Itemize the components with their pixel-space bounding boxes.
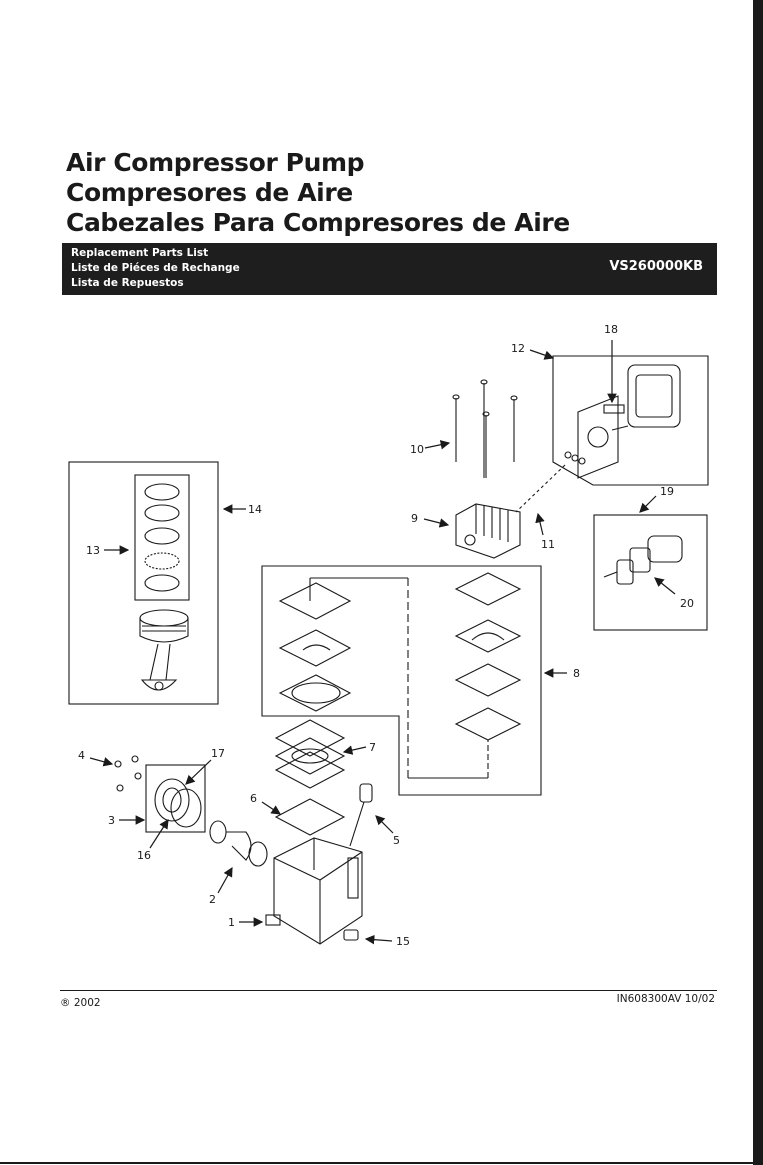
drain-plug — [343, 929, 359, 941]
valve-plate-box — [261, 565, 542, 796]
callout-16: 16 — [137, 849, 151, 862]
ring-set-box — [134, 474, 190, 601]
footer-rule — [60, 990, 717, 991]
callout-12: 12 — [511, 342, 525, 355]
title-english: Air Compressor Pump — [66, 148, 365, 177]
callout-11: 11 — [541, 538, 555, 551]
title-spanish-alt: Cabezales Para Compresores de Aire — [66, 208, 570, 237]
callout-7: 7 — [369, 741, 376, 754]
callout-18: 18 — [604, 323, 618, 336]
callout-1: 1 — [228, 916, 235, 929]
check-valve — [603, 535, 683, 585]
parts-list-banner: Replacement Parts List Liste de Piéces d… — [62, 243, 717, 295]
document-number: IN608300AV 10/02 — [616, 993, 715, 1005]
copyright: ® 2002 — [60, 997, 101, 1009]
right-edge-bar — [753, 0, 763, 1165]
cylinder-block — [274, 719, 346, 789]
cylinder-head — [455, 503, 521, 559]
callout-4: 4 — [78, 749, 85, 762]
air-filter — [564, 364, 681, 479]
callout-2: 2 — [209, 893, 216, 906]
callout-15: 15 — [396, 935, 410, 948]
screws — [114, 755, 142, 792]
callout-numbers: 1 2 3 4 5 6 7 8 9 10 11 12 13 14 15 16 1… — [78, 323, 694, 948]
air-filter-box — [552, 355, 709, 486]
title-spanish: Compresores de Aire — [66, 178, 353, 207]
callout-9: 9 — [411, 512, 418, 525]
callout-14: 14 — [248, 503, 262, 516]
callout-13: 13 — [86, 544, 100, 557]
callout-10: 10 — [410, 443, 424, 456]
callout-19: 19 — [660, 485, 674, 498]
banner-list-french: Liste de Piéces de Rechange — [71, 262, 240, 274]
bearing-assembly — [154, 778, 202, 828]
callout-5: 5 — [393, 834, 400, 847]
callout-8: 8 — [573, 667, 580, 680]
piston-rings — [144, 483, 180, 592]
check-valve-box — [593, 514, 708, 631]
bottom-edge-rule — [0, 1162, 753, 1164]
banner-list-spanish: Lista de Repuestos — [71, 277, 184, 289]
dipstick — [349, 783, 373, 847]
piston-group-box — [68, 461, 219, 705]
title-block: Air Compressor Pump Compresores de Aire … — [66, 148, 570, 238]
crankcase — [265, 837, 363, 945]
base-gasket — [274, 798, 346, 836]
head-bolts — [452, 379, 518, 478]
bearing-group-box — [145, 764, 206, 833]
model-number: VS260000KB — [609, 259, 703, 274]
valve-plates — [278, 572, 522, 779]
callout-6: 6 — [250, 792, 257, 805]
banner-list-titles: Replacement Parts List Liste de Piéces d… — [71, 246, 240, 291]
exploded-parts-diagram: 1 2 3 4 5 6 7 8 9 10 11 12 13 14 15 16 1… — [68, 323, 709, 948]
callout-3: 3 — [108, 814, 115, 827]
piston-rod — [139, 609, 189, 691]
callout-20: 20 — [680, 597, 694, 610]
filter-dashed-link — [515, 464, 566, 513]
callout-17: 17 — [211, 747, 225, 760]
leader-arrows — [89, 340, 676, 945]
crankshaft — [209, 820, 268, 867]
banner-list-english: Replacement Parts List — [71, 247, 209, 259]
